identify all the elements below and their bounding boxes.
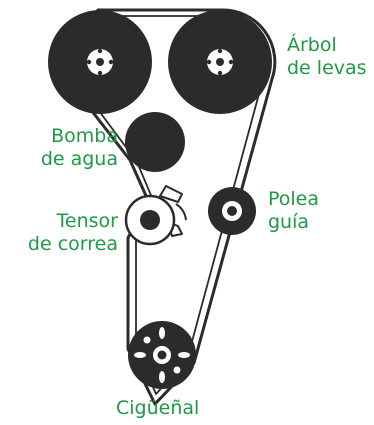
crankshaft-pulley (128, 321, 196, 389)
camshaft-pulley-left (48, 10, 152, 114)
idler-pulley-label: Polea guía (268, 188, 319, 234)
belt-tensioner-label: Tensor de correa (4, 210, 118, 256)
camshaft-label-line2: de levas (287, 57, 367, 79)
camshaft-label: Árbol de levas (287, 34, 367, 80)
timing-belt-outer (58, 8, 277, 406)
camshaft-label-line1: Árbol (287, 34, 337, 56)
idler-pulley-label-line1: Polea (268, 188, 320, 210)
crankshaft-label: Cigüeñal (116, 397, 200, 419)
idler-pulley (208, 187, 256, 235)
water-pump-pulley (125, 112, 185, 172)
idler-pulley-label-line2: guía (268, 211, 310, 233)
belt-tensioner-label-line1: Tensor (56, 210, 118, 232)
camshaft-pulley-right (168, 10, 272, 114)
belt-tensioner (124, 185, 187, 246)
water-pump-label-line1: Bomba (51, 125, 118, 147)
water-pump-label: Bomba de agua (10, 125, 118, 171)
belt-tensioner-label-line2: de correa (27, 233, 118, 255)
water-pump-label-line2: de agua (40, 148, 118, 170)
